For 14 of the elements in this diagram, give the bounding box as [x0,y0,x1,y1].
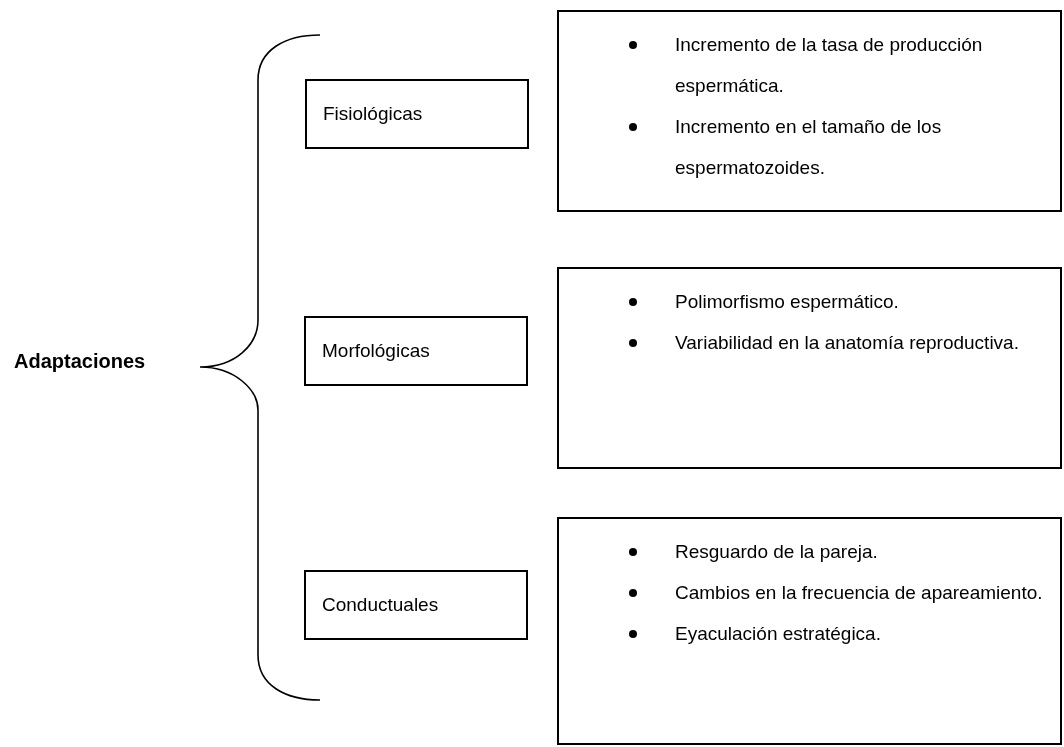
category-box: Conductuales [304,570,528,640]
bullet-list-box [557,267,1062,469]
bullet-list-box [557,10,1062,212]
category-box: Fisiológicas [305,79,529,149]
list-item-text: Polimorfismo espermático. [675,291,899,312]
list-item-text: Incremento de la tasa de producción espermática. [675,34,983,96]
list-item-text: Eyaculación estratégica. [675,623,881,644]
list-item-text: Incremento en el tamaño de los espermatozoides. [675,116,942,178]
root-label: Adaptaciones [14,350,189,382]
bullet-list-box [557,517,1062,745]
list-item-text: Cambios en la frecuencia de apareamiento. [675,582,1043,603]
list-item-text: Variabilidad en la anatomía reproductiva. [675,332,1019,353]
category-box: Morfológicas [304,316,528,386]
list-item-text: Resguardo de la pareja. [675,541,878,562]
